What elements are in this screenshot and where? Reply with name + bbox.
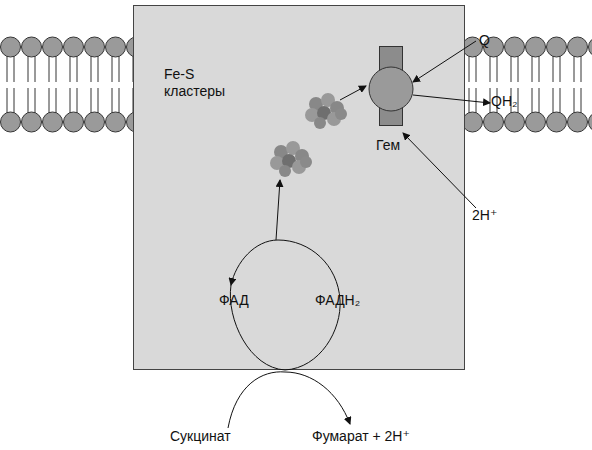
molecule-label: QH₂ [491,93,517,110]
heme-label: Гем [376,137,400,154]
cluster-label: Fe-S кластеры [164,66,248,100]
heme-circle [379,46,403,126]
molecule-label: ФАДН₂ [315,292,360,309]
molecule-label: Сукцинат [170,428,231,445]
fe-s-cluster [270,141,312,177]
complex-box: Fe-S кластерыГем [133,5,465,370]
fe-s-cluster [305,93,347,129]
electron-arrows [276,41,490,240]
molecule-label: Q [479,32,490,49]
molecule-label: ФАД [219,292,249,309]
heme-group: Гем [379,46,403,126]
molecule-label: Фумарат + 2H⁺ [312,428,410,445]
fad-cycle [228,240,350,428]
molecule-label: 2H⁺ [472,207,497,224]
